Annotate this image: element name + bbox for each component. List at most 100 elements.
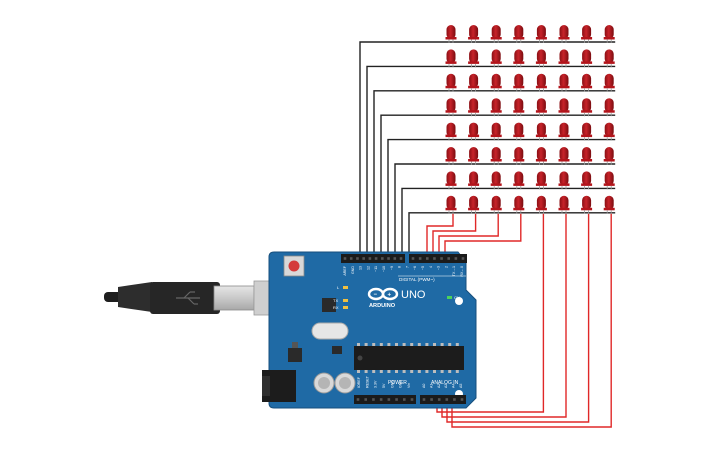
led[interactable] — [581, 171, 593, 190]
led[interactable] — [468, 98, 480, 117]
power-header[interactable] — [354, 395, 416, 404]
led[interactable] — [581, 25, 593, 43]
led[interactable] — [468, 171, 480, 190]
row-wire[interactable] — [380, 114, 616, 256]
led[interactable] — [445, 49, 457, 68]
analog-header[interactable] — [420, 395, 466, 404]
led[interactable] — [445, 25, 457, 43]
led[interactable] — [581, 49, 593, 68]
led-body — [469, 25, 479, 39]
digital-header-right[interactable] — [409, 254, 467, 263]
led[interactable] — [581, 147, 593, 165]
led[interactable] — [445, 171, 457, 190]
led[interactable] — [513, 49, 525, 68]
led[interactable] — [603, 73, 615, 92]
arduino-uno-board[interactable]: L TX RX ON − + ARDUINO UNO DIGITAL (PWM~… — [262, 251, 477, 409]
row-wire[interactable] — [387, 138, 616, 256]
led-rim — [558, 183, 570, 186]
header-hole — [425, 257, 429, 260]
led[interactable] — [535, 122, 547, 141]
led[interactable] — [513, 25, 525, 43]
led[interactable] — [535, 73, 547, 92]
led[interactable] — [535, 147, 547, 165]
led[interactable] — [558, 171, 570, 190]
led[interactable] — [445, 195, 457, 214]
led[interactable] — [513, 73, 525, 92]
led-body — [536, 98, 546, 113]
led[interactable] — [468, 195, 480, 214]
row-wire[interactable] — [401, 187, 616, 256]
led[interactable] — [490, 147, 502, 165]
led[interactable] — [445, 98, 457, 117]
led[interactable] — [603, 195, 615, 214]
led[interactable] — [490, 73, 502, 92]
digital-header-left[interactable] — [341, 254, 405, 263]
led[interactable] — [603, 49, 615, 68]
column-wires[interactable] — [426, 213, 612, 428]
led[interactable] — [603, 25, 615, 43]
led[interactable] — [445, 122, 457, 141]
led[interactable] — [558, 98, 570, 117]
led[interactable] — [581, 122, 593, 141]
row-wires[interactable] — [359, 41, 616, 256]
led[interactable] — [468, 122, 480, 141]
led[interactable] — [603, 171, 615, 190]
led[interactable] — [581, 98, 593, 117]
row-wire[interactable] — [366, 65, 616, 256]
led[interactable] — [513, 195, 525, 214]
led[interactable] — [490, 195, 502, 214]
column-wire[interactable] — [426, 213, 454, 256]
led[interactable] — [535, 98, 547, 117]
led[interactable] — [445, 147, 457, 165]
led[interactable] — [558, 73, 570, 92]
led[interactable] — [558, 195, 570, 214]
column-wire[interactable] — [438, 213, 499, 256]
led[interactable] — [490, 49, 502, 68]
row-wire[interactable] — [408, 212, 616, 256]
column-wire[interactable] — [446, 213, 590, 423]
led[interactable] — [490, 25, 502, 43]
led-matrix[interactable] — [445, 25, 615, 214]
led[interactable] — [535, 49, 547, 68]
led[interactable] — [490, 98, 502, 117]
led[interactable] — [445, 73, 457, 92]
led[interactable] — [513, 147, 525, 165]
row-wire[interactable] — [373, 90, 616, 256]
led[interactable] — [558, 49, 570, 68]
led[interactable] — [468, 73, 480, 92]
led[interactable] — [558, 25, 570, 43]
column-wire[interactable] — [441, 213, 567, 418]
led[interactable] — [468, 49, 480, 68]
led[interactable] — [581, 195, 593, 214]
led[interactable] — [603, 98, 615, 117]
header-hole — [356, 257, 359, 260]
led[interactable] — [581, 73, 593, 92]
row-wire[interactable] — [359, 41, 616, 256]
led[interactable] — [558, 122, 570, 141]
led-rx-icon — [343, 306, 348, 309]
column-wire[interactable] — [432, 213, 477, 256]
led[interactable] — [513, 171, 525, 190]
led[interactable] — [490, 171, 502, 190]
usb-cable[interactable] — [104, 280, 291, 316]
led-body — [514, 195, 524, 210]
led[interactable] — [513, 122, 525, 141]
led[interactable] — [513, 98, 525, 117]
led[interactable] — [535, 171, 547, 190]
led[interactable] — [603, 147, 615, 165]
led[interactable] — [490, 122, 502, 141]
led[interactable] — [558, 147, 570, 165]
regulator-tab — [292, 342, 298, 348]
header-hole — [395, 398, 398, 401]
header-hole — [362, 257, 365, 260]
logo-minus: − — [374, 292, 378, 298]
led[interactable] — [535, 25, 547, 43]
column-wire[interactable] — [444, 213, 522, 256]
led[interactable] — [468, 147, 480, 165]
pin-label: 2 — [444, 266, 448, 268]
led[interactable] — [535, 195, 547, 214]
column-wire[interactable] — [451, 213, 612, 428]
led[interactable] — [468, 25, 480, 43]
led[interactable] — [603, 122, 615, 141]
row-wire[interactable] — [394, 163, 616, 256]
